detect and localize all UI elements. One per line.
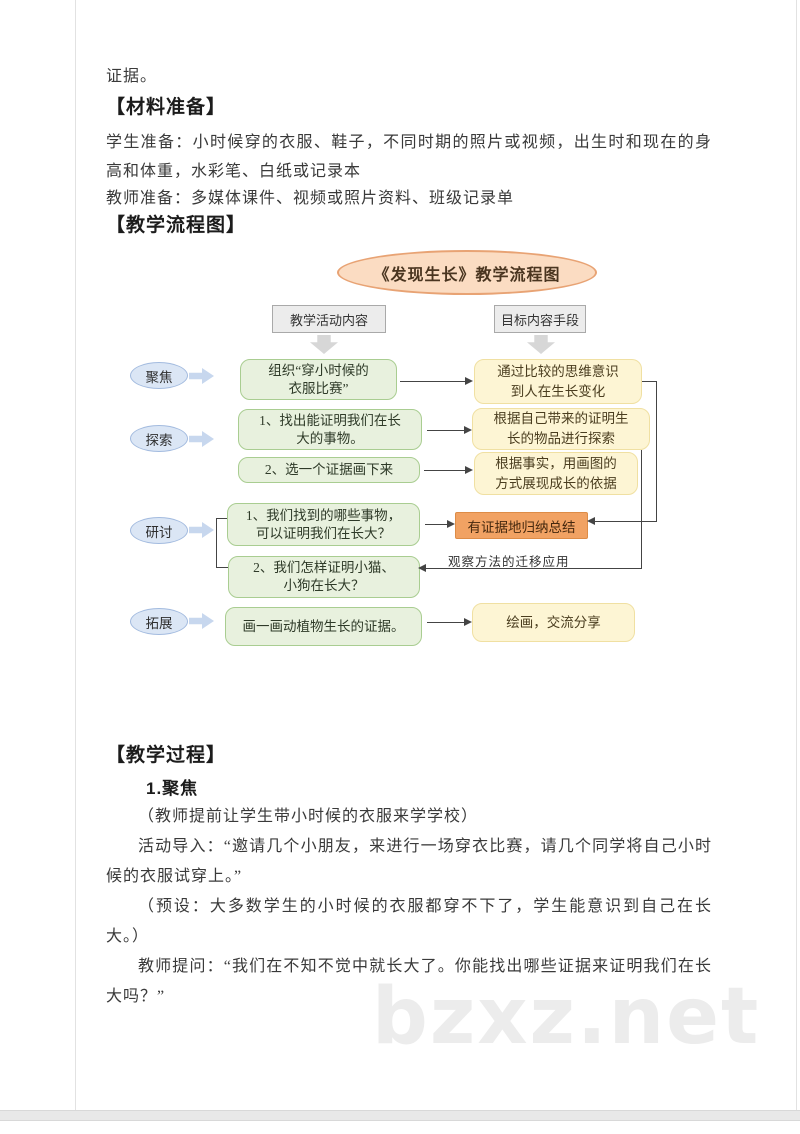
connector-arrow (418, 564, 641, 572)
process-heading: 【教学过程】 (106, 745, 227, 766)
connector-line (641, 450, 642, 569)
stage-oval-focus: 聚焦 (130, 362, 188, 389)
bracket-line (216, 518, 217, 568)
down-arrow-icon (527, 335, 555, 354)
goal-box: 通过比较的思维意识 到人在生长变化 (474, 359, 642, 404)
arrow-line (427, 426, 472, 434)
right-arrow-icon (189, 613, 214, 629)
material-heading: 【材料准备】 (106, 97, 227, 118)
right-arrow-icon (189, 431, 214, 447)
student-prep-paragraph: 学生准备：小时候穿的衣服、鞋子，不同时期的照片或视频，出生时和现在的身高和体重，… (106, 134, 712, 180)
right-arrow-icon (189, 368, 214, 384)
teacher-prep-paragraph: 教师准备：多媒体课件、视频或照片资料、班级记录单 (106, 190, 515, 207)
arrow-line (424, 466, 473, 474)
flowchart-heading: 【教学流程图】 (106, 215, 247, 236)
prep-note: （教师提前让学生带小时候的衣服来学学校） (138, 808, 479, 825)
activity-box: 1、找出能证明我们在长 大的事物。 (238, 409, 422, 450)
flowchart-title-oval: 《发现生长》教学流程图 (337, 250, 597, 295)
page-left-border (75, 0, 76, 1110)
teacher-question: 教师提问：“我们在不知不觉中就长大了。你能找出哪些证据来证明我们在长大吗？” (106, 958, 712, 1005)
activity-intro: 活动导入：“邀请几个小朋友，来进行一场穿衣比赛，请几个同学将自己小时候的衣服试穿… (106, 838, 712, 885)
page-bottom-separator (0, 1110, 800, 1121)
stage-oval-explore: 探索 (130, 425, 188, 452)
right-arrow-icon (189, 522, 214, 538)
stage-oval-extend: 拓展 (130, 608, 188, 635)
arrow-line (427, 618, 472, 626)
page-right-border (796, 0, 797, 1110)
step1-heading: 1.聚焦 (146, 779, 199, 798)
down-arrow-icon (310, 335, 338, 354)
activity-box: 组织“穿小时候的 衣服比赛” (240, 359, 397, 400)
activity-box: 2、我们怎样证明小猫、 小狗在长大？ (228, 556, 420, 598)
activity-box: 1、我们找到的哪些事物， 可以证明我们在长大？ (227, 503, 420, 546)
summary-box: 有证据地归纳总结 (455, 512, 588, 539)
watermark: bzxz.net (372, 972, 761, 1062)
column-header-goals: 目标内容手段 (494, 305, 586, 333)
stage-oval-discuss: 研讨 (130, 517, 188, 544)
bracket-line (216, 567, 228, 568)
arrow-line (425, 520, 455, 528)
goal-box: 根据自己带来的证明生 长的物品进行探索 (472, 408, 650, 450)
goal-box: 绘画，交流分享 (472, 603, 635, 642)
bracket-line (216, 518, 227, 519)
goal-box: 根据事实，用画图的 方式展现成长的依据 (474, 452, 638, 495)
connector-line (656, 381, 657, 522)
process-paragraphs: （教师提前让学生带小时候的衣服来学学校） 活动导入：“邀请几个小朋友，来进行一场… (106, 802, 712, 1012)
activity-box: 2、选一个证据画下来 (238, 457, 420, 483)
connector-line (642, 381, 656, 382)
transfer-label: 观察方法的迁移应用 (448, 555, 570, 569)
evidence-line: 证据。 (106, 68, 158, 85)
activity-box: 画一画动植物生长的证据。 (225, 607, 422, 646)
column-header-activities: 教学活动内容 (272, 305, 386, 333)
connector-arrow (587, 517, 656, 525)
arrow-line (400, 377, 473, 385)
preset-note: （预设：大多数学生的小时候的衣服都穿不下了，学生能意识到自己在长大。） (106, 898, 712, 945)
